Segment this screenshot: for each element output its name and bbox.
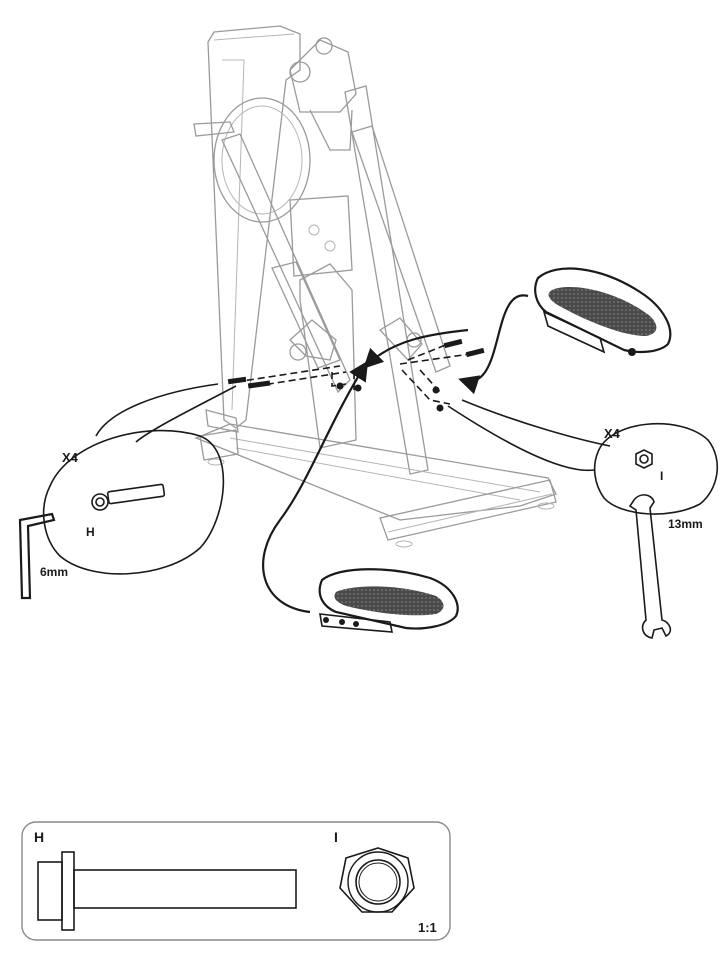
callout-left-tool-size: 6mm <box>40 565 68 579</box>
assembly-arrows <box>263 295 528 612</box>
callout-right-tool-size: 13mm <box>668 517 703 531</box>
right-pedal <box>535 269 670 356</box>
callout-left-part-letter: H <box>86 525 95 539</box>
callout-right-part-letter: I <box>660 469 663 483</box>
bolt-h-icon <box>92 484 165 510</box>
left-pedal <box>320 569 458 632</box>
nut-i-actual-size-icon <box>340 848 414 912</box>
hex-key-icon <box>20 514 54 598</box>
fastener-alignment <box>228 339 485 412</box>
scale-box-label-i: I <box>334 829 338 845</box>
scale-box-label-h: H <box>34 829 44 845</box>
callout-right: X4 I 13mm <box>448 400 717 638</box>
nut-i-icon <box>636 450 652 468</box>
elliptical-frame <box>194 26 556 547</box>
callout-left-quantity: X4 <box>62 450 79 465</box>
callout-left: X4 H 6mm <box>20 384 236 598</box>
bolt-h-actual-size-icon <box>38 852 296 930</box>
wrench-icon <box>630 495 670 638</box>
scale-box-scale: 1:1 <box>418 920 437 935</box>
callout-right-quantity: X4 <box>604 426 621 441</box>
scale-box: H I 1:1 <box>22 822 450 940</box>
